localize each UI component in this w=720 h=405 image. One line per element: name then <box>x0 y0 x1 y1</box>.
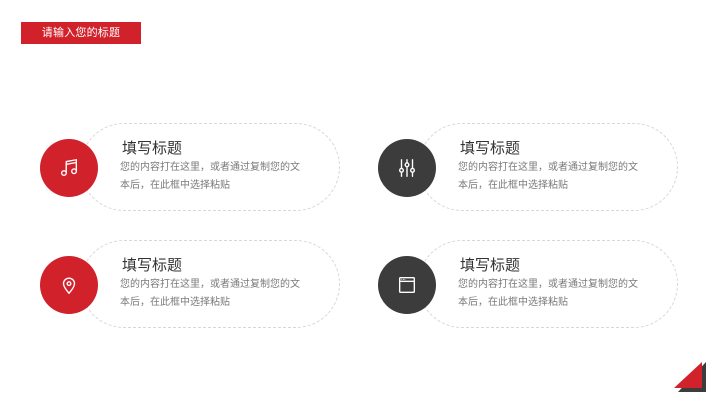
location-pin-icon <box>62 277 76 294</box>
card-title[interactable]: 填写标题 <box>122 256 183 274</box>
feature-card-1: 填写标题 您的内容打在这里，或者通过复制您的文本后，在此框中选择粘贴 <box>40 123 340 213</box>
card-description[interactable]: 您的内容打在这里，或者通过复制您的文本后，在此框中选择粘贴 <box>120 162 300 191</box>
feature-card-3: 填写标题 您的内容打在这里，或者通过复制您的文本后，在此框中选择粘贴 <box>40 240 340 330</box>
corner-triangle-decoration <box>674 362 706 392</box>
card-icon-circle <box>40 139 98 197</box>
card-title[interactable]: 填写标题 <box>122 139 183 157</box>
slide-title[interactable]: 请输入您的标题 <box>41 26 121 39</box>
card-pill-frame <box>418 240 678 328</box>
feature-card-2: 填写标题 您的内容打在这里，或者通过复制您的文本后，在此框中选择粘贴 <box>378 123 678 213</box>
card-description[interactable]: 您的内容打在这里，或者通过复制您的文本后，在此框中选择粘贴 <box>458 279 638 308</box>
music-note-icon <box>60 159 78 177</box>
browser-window-icon <box>398 276 416 294</box>
card-pill-frame <box>418 123 678 211</box>
card-title[interactable]: 填写标题 <box>460 256 521 274</box>
sliders-icon <box>398 159 416 177</box>
card-icon-circle <box>378 139 436 197</box>
card-description[interactable]: 您的内容打在这里，或者通过复制您的文本后，在此框中选择粘贴 <box>458 162 638 191</box>
card-icon-circle <box>378 256 436 314</box>
slide-title-banner[interactable]: 请输入您的标题 <box>21 22 141 44</box>
card-description[interactable]: 您的内容打在这里，或者通过复制您的文本后，在此框中选择粘贴 <box>120 279 300 308</box>
feature-card-4: 填写标题 您的内容打在这里，或者通过复制您的文本后，在此框中选择粘贴 <box>378 240 678 330</box>
card-pill-frame <box>80 123 340 211</box>
card-title[interactable]: 填写标题 <box>460 139 521 157</box>
card-icon-circle <box>40 256 98 314</box>
